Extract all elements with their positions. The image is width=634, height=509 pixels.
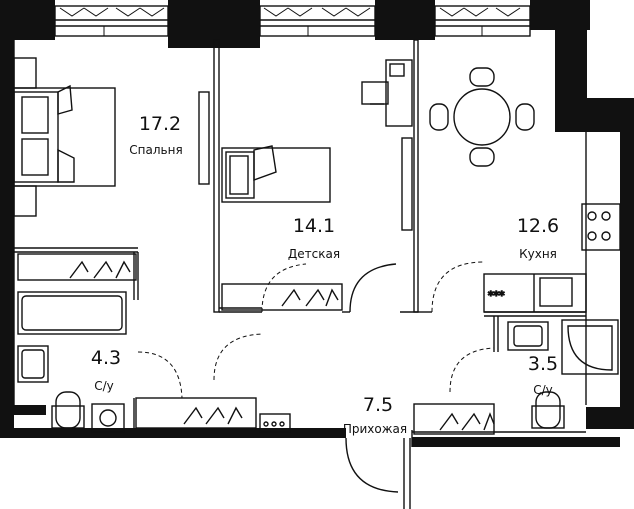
wardrobe-kids	[221, 283, 343, 311]
room-name: Прихожая	[343, 422, 407, 436]
room-name: Кухня	[519, 247, 557, 261]
room-bedroom: 17.2 Спальня	[129, 113, 182, 157]
shelf-bedroom	[198, 91, 210, 185]
room-area: 7.5	[363, 394, 393, 416]
toilet-bath1	[51, 391, 85, 429]
room-area: 4.3	[91, 347, 121, 369]
shelf-kids	[401, 137, 413, 231]
room-name: Спальня	[129, 143, 182, 157]
nightstands	[13, 57, 37, 217]
doors	[137, 261, 495, 509]
room-area: 12.6	[517, 215, 559, 237]
room-hall: 7.5 Прихожая	[343, 394, 407, 436]
room-kitchen: 12.6 Кухня	[517, 215, 559, 261]
radiator	[259, 413, 291, 433]
room-name: С/у	[533, 383, 553, 397]
wardrobe-hall-right	[413, 403, 495, 435]
dining-table	[429, 67, 535, 167]
room-area: 3.5	[528, 353, 558, 375]
sink-bath1	[17, 345, 49, 383]
washer	[91, 403, 125, 433]
kitchen-counter: ***	[483, 273, 587, 313]
room-area: 17.2	[139, 113, 181, 135]
room-bath1: 4.3 С/у	[91, 347, 121, 393]
outer-walls	[0, 0, 634, 447]
room-bath2: 3.5 С/у	[528, 353, 558, 397]
room-name: Детская	[288, 247, 340, 261]
wardrobe-bedroom	[17, 253, 137, 281]
stove	[581, 203, 621, 251]
room-area: 14.1	[293, 215, 335, 237]
bathtub	[17, 291, 127, 335]
shower	[561, 319, 619, 375]
bed-kids	[221, 145, 331, 203]
room-kids: 14.1 Детская	[288, 215, 340, 261]
svg-text:***: ***	[488, 289, 505, 302]
sink-bath2	[507, 321, 549, 351]
wardrobe-hall-left	[135, 397, 257, 429]
desk-kids	[361, 59, 413, 127]
toilet-bath2	[531, 391, 565, 429]
room-name: С/у	[94, 379, 114, 393]
bed-bedroom	[13, 84, 116, 187]
